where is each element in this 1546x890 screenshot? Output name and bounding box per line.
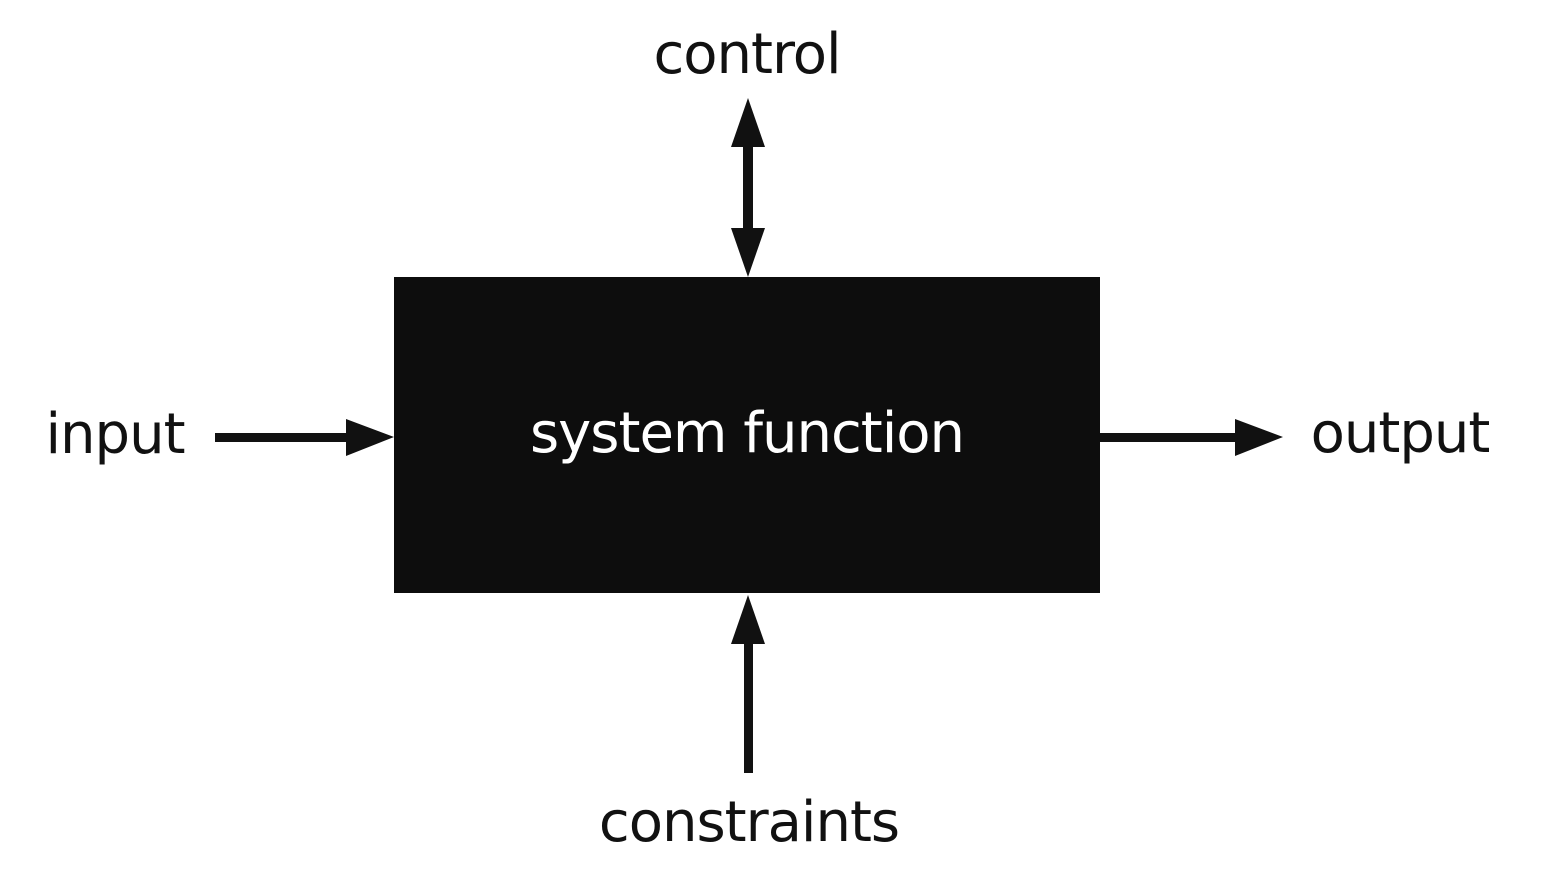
input-arrow-head-icon <box>346 419 394 456</box>
system-function-box <box>394 277 1100 593</box>
input-arrow-shaft <box>215 433 350 442</box>
control-arrow-shaft <box>743 138 753 238</box>
constraints-arrow-head-icon <box>731 595 765 644</box>
constraints-arrow <box>731 595 765 773</box>
output-arrow-head-icon <box>1235 419 1283 456</box>
control-label: control <box>653 22 841 87</box>
constraints-arrow-shaft <box>744 640 753 773</box>
output-arrow-shaft <box>1100 433 1235 442</box>
output-arrow <box>1100 419 1283 456</box>
control-arrow <box>731 98 765 277</box>
input-label: input <box>45 402 185 467</box>
constraints-label: constraints <box>598 790 900 855</box>
output-label: output <box>1310 401 1491 466</box>
control-arrow-up-head-icon <box>731 98 765 147</box>
system-function-label: system function <box>529 401 965 466</box>
input-arrow <box>215 419 394 456</box>
control-arrow-down-head-icon <box>731 228 765 277</box>
